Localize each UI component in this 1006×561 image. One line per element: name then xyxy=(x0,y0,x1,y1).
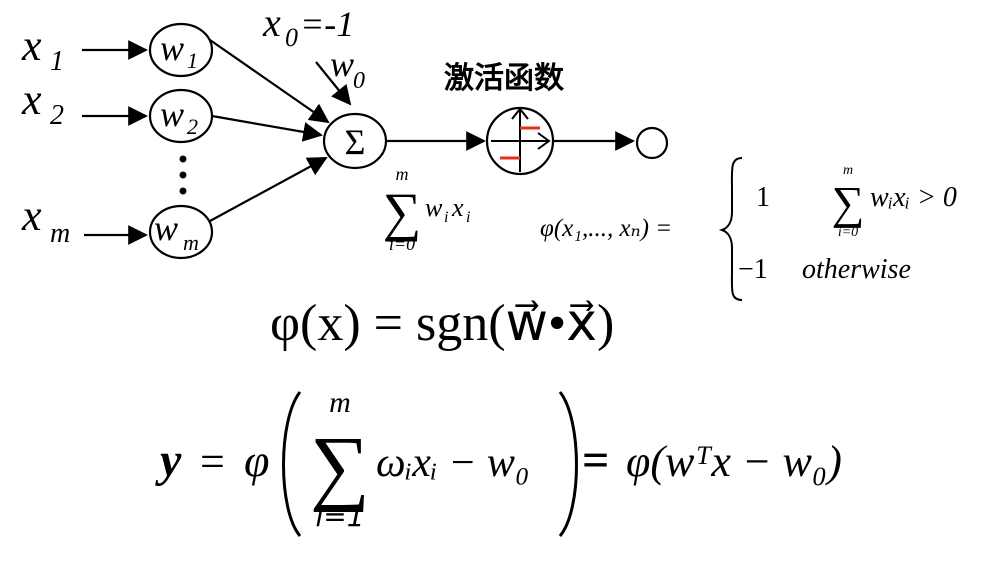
input-xm: x m xyxy=(21,191,70,249)
output-eq1: = xyxy=(200,437,225,486)
input-xm-subscript: m xyxy=(50,218,70,249)
weighted-sum-formula: m ∑ i=0 w i x i xyxy=(383,164,471,254)
weight-w2-label: w xyxy=(160,94,184,134)
weight-node-w1 xyxy=(148,22,214,78)
input-x2-subscript: 2 xyxy=(50,100,64,131)
case1-value: 1 xyxy=(756,182,770,213)
arrow-w2-sum xyxy=(211,114,323,142)
sum-term-i1: i xyxy=(444,209,448,226)
bias-x0-subscript: 0 xyxy=(285,23,298,52)
output-right-paren xyxy=(558,391,578,537)
input-x2-label: x xyxy=(21,75,42,124)
input-xm-label: x xyxy=(21,191,42,240)
sum-lower-limit: i=0 xyxy=(389,234,415,254)
activation-node xyxy=(485,106,555,176)
output-left-paren xyxy=(282,391,302,537)
case1-sum-upper: m xyxy=(843,163,853,178)
arrow-wm-sum xyxy=(209,157,328,222)
piecewise-brace xyxy=(718,157,743,301)
vertical-ellipsis xyxy=(179,155,187,195)
weight-w1-label: w xyxy=(160,28,184,68)
sum-term-i2: i xyxy=(466,209,470,226)
sum-sigma: ∑ xyxy=(383,182,422,242)
case2-condition: otherwise xyxy=(802,254,911,285)
input-x2: x 2 xyxy=(21,75,64,131)
bias-w0-label: w xyxy=(330,44,354,84)
output-rhs: φ(wᵀx − w₀) xyxy=(626,437,842,486)
case2-value: −1 xyxy=(738,254,768,285)
input-x1: x 1 xyxy=(21,21,64,77)
piecewise-definition: φ(x₁,..., xₙ) = 1 m ∑ i=0 wᵢxᵢ > 0 −1 ot… xyxy=(540,157,957,301)
case1-sum-lower: i=0 xyxy=(838,225,858,240)
output-node xyxy=(635,126,669,160)
arrow-w1-sum xyxy=(209,39,330,124)
sum-upper-limit: m xyxy=(396,164,409,184)
output-sum-upper: m xyxy=(329,386,351,419)
input-x1-subscript: 1 xyxy=(50,46,64,77)
case1-condition: wᵢxᵢ > 0 xyxy=(870,182,957,213)
output-y: y xyxy=(155,434,182,487)
sum-term-w: w xyxy=(425,193,443,222)
case1-sigma: ∑ xyxy=(832,177,865,228)
output-sigma: ∑ xyxy=(310,420,370,513)
sum-term-x: x xyxy=(451,193,464,222)
bias-value: =-1 xyxy=(300,4,354,44)
bias-input: x 0 =-1 w 0 xyxy=(262,0,365,94)
activation-axis-arrow-up xyxy=(511,107,529,120)
input-x1-label: x xyxy=(21,21,42,70)
activation-axis-arrow-right xyxy=(537,132,551,150)
piecewise-lhs: φ(x₁,..., xₙ) = xyxy=(540,215,672,242)
output-eq2: = xyxy=(582,434,609,487)
output-inner: ωᵢxᵢ − w₀ xyxy=(376,440,530,486)
arrow-bias-sum xyxy=(315,61,352,106)
weight-wm-subscript: m xyxy=(183,230,199,255)
weight-w1-subscript: 1 xyxy=(187,48,198,73)
activation-function-label: 激活函数 xyxy=(444,61,565,96)
output-sum-lower: i=1 xyxy=(315,500,364,533)
output-phi: φ xyxy=(244,435,269,486)
weight-w2-subscript: 2 xyxy=(187,114,198,139)
bias-x0-label: x xyxy=(262,0,281,45)
bias-w0-subscript: 0 xyxy=(353,68,365,94)
weight-node-wm xyxy=(148,204,214,260)
sgn-formula: φ(x) = sgn(w⃗•x⃗) xyxy=(270,295,614,352)
output-formula: y = φ m ∑ i=1 ωᵢxᵢ − w₀ = φ(wᵀx − w₀) xyxy=(155,386,842,537)
sigma-icon: Σ xyxy=(345,122,366,162)
weight-wm-label: w xyxy=(154,208,178,248)
